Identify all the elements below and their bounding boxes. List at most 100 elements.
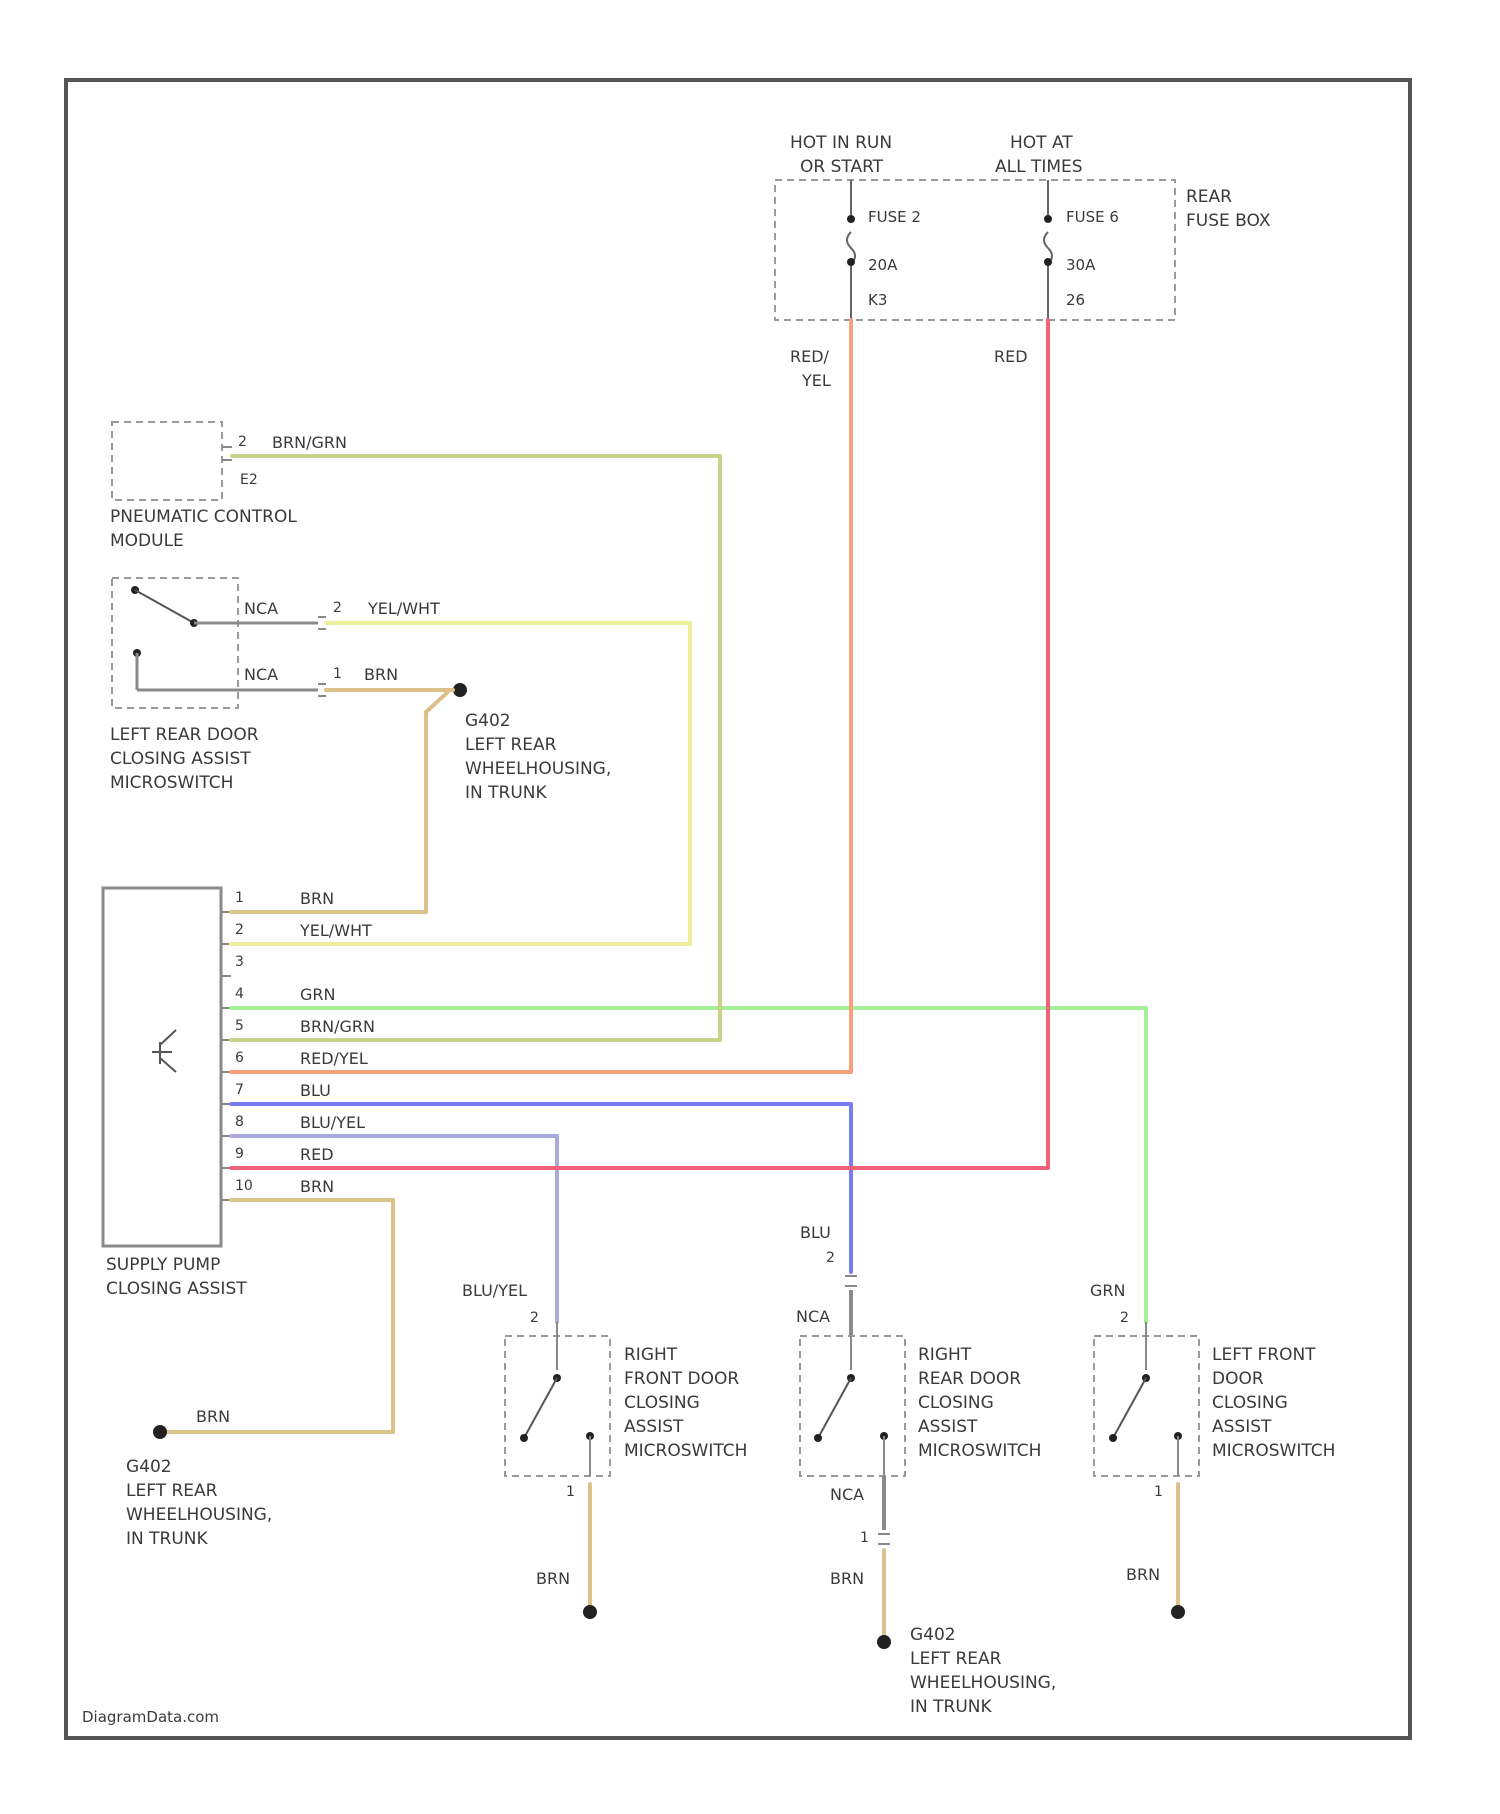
ground-g402-left [153, 1425, 167, 1439]
supply-pump-label-1: SUPPLY PUMP [106, 1255, 220, 1275]
g402-top-label-2: LEFT REAR [465, 735, 557, 755]
nca-label-2: NCA [244, 665, 278, 684]
fuse-1-name: FUSE 2 [868, 208, 921, 226]
g402-top-label-1: G402 [465, 711, 511, 731]
red-label-top: RED [994, 347, 1028, 366]
pump-pin: 9 [235, 1146, 244, 1162]
fuse-1-amps: 20A [868, 256, 898, 274]
nca-label-1: NCA [244, 599, 278, 618]
g402-left-label-4: IN TRUNK [126, 1529, 208, 1549]
ground-g402-top [453, 683, 467, 697]
lf-label-2: DOOR [1212, 1369, 1264, 1389]
wire-brn-pin10 [166, 1200, 393, 1432]
red-yel-label-2: YEL [801, 371, 831, 390]
fuse-2 [847, 180, 855, 320]
rf-pin-bot: 1 [566, 1484, 575, 1500]
left-rear-switch-contacts [131, 586, 318, 690]
rr-label-2: REAR DOOR [918, 1369, 1021, 1389]
g402-left-label-1: G402 [126, 1457, 172, 1477]
pump-pin: 6 [235, 1050, 244, 1066]
fuse-1-pin: K3 [868, 291, 887, 309]
pump-wire-brn-10: BRN [300, 1177, 334, 1196]
rr-switch-contacts [814, 1336, 888, 1476]
fuse-2-pin: 26 [1066, 291, 1085, 309]
pump-pin: 2 [235, 922, 244, 938]
lf-label-5: MICROSWITCH [1212, 1441, 1335, 1461]
watermark: DiagramData.com [82, 1708, 219, 1726]
rr-blu-label: BLU [800, 1223, 831, 1242]
hot-all-times-label-2: ALL TIMES [995, 157, 1083, 177]
brn-grn-label-top: BRN/GRN [272, 433, 347, 452]
pump-pin: 3 [235, 954, 244, 970]
pneumatic-control-module [112, 422, 222, 500]
left-rear-switch-label-1: LEFT REAR DOOR [110, 725, 259, 745]
lf-ground [1171, 1605, 1185, 1619]
right-rear-door-switch [800, 1336, 905, 1476]
lf-pin-top: 2 [1120, 1310, 1129, 1326]
pneumatic-pin: 2 [238, 434, 247, 450]
g402-bottom-label-3: WHEELHOUSING, [910, 1673, 1056, 1693]
fuse-2-amps: 30A [1066, 256, 1096, 274]
g402-bottom-label-4: IN TRUNK [910, 1697, 992, 1717]
lf-grn-label: GRN [1090, 1281, 1125, 1300]
rf-label-5: MICROSWITCH [624, 1441, 747, 1461]
rr-nca-label-top: NCA [796, 1307, 830, 1326]
supply-pump-label-2: CLOSING ASSIST [106, 1279, 247, 1299]
lf-pin-bot: 1 [1154, 1484, 1163, 1500]
brn-label-g402-left: BRN [196, 1407, 230, 1426]
left-rear-switch-label-3: MICROSWITCH [110, 773, 233, 793]
pump-wire-blu: BLU [300, 1081, 331, 1100]
rf-label-4: ASSIST [624, 1417, 684, 1437]
pump-wire-grn: GRN [300, 985, 335, 1004]
rr-label-4: ASSIST [918, 1417, 978, 1437]
pump-pin: 8 [235, 1114, 244, 1130]
rear-fuse-box [775, 180, 1175, 320]
lf-label-3: CLOSING [1212, 1393, 1288, 1413]
red-yel-label-1: RED/ [790, 347, 830, 366]
pump-pin: 1 [235, 890, 244, 906]
fuse-6 [1044, 180, 1052, 320]
left-rear-switch-label-2: CLOSING ASSIST [110, 749, 251, 769]
rf-ground [583, 1605, 597, 1619]
fuse-box-label-1: REAR [1186, 187, 1232, 207]
wire-grn [231, 1008, 1146, 1322]
rf-switch-contacts [520, 1322, 594, 1476]
rf-blu-yel-label: BLU/YEL [462, 1281, 527, 1300]
pneumatic-code: E2 [240, 472, 258, 488]
rf-label-3: CLOSING [624, 1393, 700, 1413]
rr-label-1: RIGHT [918, 1345, 972, 1365]
rf-brn-label: BRN [536, 1569, 570, 1588]
hot-all-times-label-1: HOT AT [1010, 133, 1073, 153]
pump-wire-brn-grn: BRN/GRN [300, 1017, 375, 1036]
yel-wht-label-top: YEL/WHT [367, 599, 440, 618]
rr-ground [877, 1635, 891, 1649]
g402-left-label-3: WHEELHOUSING, [126, 1505, 272, 1525]
rr-label-3: CLOSING [918, 1393, 994, 1413]
fuse-box-label-2: FUSE BOX [1186, 211, 1271, 231]
pump-wire-yel-wht: YEL/WHT [299, 921, 372, 940]
rf-label-2: FRONT DOOR [624, 1369, 739, 1389]
rr-brn-label: BRN [830, 1569, 864, 1588]
lf-label-1: LEFT FRONT [1212, 1345, 1316, 1365]
pump-pin: 4 [235, 986, 244, 1002]
brn-label-lr: BRN [364, 665, 398, 684]
rf-label-1: RIGHT [624, 1345, 678, 1365]
lf-switch-contacts [1109, 1322, 1182, 1476]
diagram-frame [66, 80, 1410, 1738]
pump-pin: 5 [235, 1018, 244, 1034]
lr-pin-b: 1 [333, 666, 342, 682]
pneumatic-label-2: MODULE [110, 531, 184, 551]
rf-pin-top: 2 [530, 1310, 539, 1326]
hot-run-start-label-2: OR START [800, 157, 884, 177]
lf-brn-label: BRN [1126, 1565, 1160, 1584]
pump-pin: 7 [235, 1082, 244, 1098]
pump-pin: 10 [235, 1178, 253, 1194]
motor-symbol-icon [152, 1030, 176, 1072]
fuse-2-name: FUSE 6 [1066, 208, 1119, 226]
lr-pin-a: 2 [333, 600, 342, 616]
g402-top-label-4: IN TRUNK [465, 783, 547, 803]
g402-top-label-3: WHEELHOUSING, [465, 759, 611, 779]
g402-bottom-label-1: G402 [910, 1625, 956, 1645]
pump-wire-blu-yel: BLU/YEL [300, 1113, 365, 1132]
